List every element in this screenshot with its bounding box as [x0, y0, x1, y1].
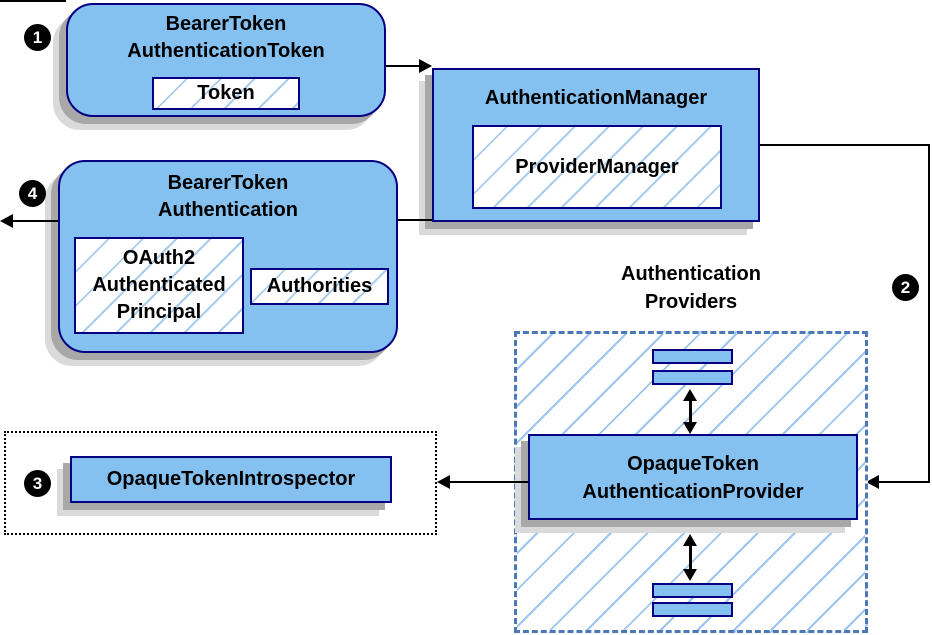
manager-to-provider-arrowhead — [866, 475, 879, 489]
provider-to-introspector-line — [450, 481, 528, 483]
principal-line-1: OAuth2 — [122, 247, 196, 269]
bearer-token-authentication-token-title: BearerToken AuthenticationToken — [68, 11, 384, 65]
step-2-number: 2 — [900, 278, 911, 297]
title-line-1: BearerToken — [167, 172, 289, 194]
bearer-token-authentication-token-box: BearerToken AuthenticationToken Token — [66, 3, 386, 117]
title-line-2: AuthenticationToken — [127, 40, 325, 62]
principal-line-2: Authenticated — [92, 274, 226, 296]
manager-to-authentication-line — [398, 219, 432, 221]
bearer-token-authentication-title: BearerToken Authentication — [60, 170, 396, 224]
oauth2-authenticated-principal-chip: OAuth2 Authenticated Principal — [74, 237, 244, 334]
opaque-token-authentication-provider-title: OpaqueToken AuthenticationProvider — [530, 450, 856, 506]
token-to-manager-arrowhead — [419, 59, 432, 73]
step-2-badge: 2 — [892, 274, 919, 301]
provider-stack-bar-bottom-1 — [652, 583, 733, 598]
label-line-1: Authentication — [621, 263, 761, 285]
title-line-1: OpaqueToken — [627, 453, 759, 475]
step-3-badge: 3 — [24, 470, 51, 497]
provider-manager-chip: ProviderManager — [472, 125, 722, 209]
authentication-manager-box: AuthenticationManager ProviderManager — [432, 68, 760, 222]
provider-stack-bar-top-1 — [652, 349, 733, 364]
manager-to-provider-line-top — [760, 144, 930, 146]
title-line-2: Authentication — [158, 199, 298, 221]
arrowhead-down — [683, 422, 697, 434]
step-4-number: 4 — [27, 184, 38, 203]
opaque-token-introspector-label: OpaqueTokenIntrospector — [106, 468, 356, 490]
opaque-token-introspector-box: OpaqueTokenIntrospector — [70, 456, 392, 503]
provider-to-introspector-arrowhead — [437, 475, 450, 489]
authorities-chip: Authorities — [250, 268, 389, 305]
token-chip: Token — [152, 77, 300, 110]
incoming-request-line — [0, 0, 66, 2]
outgoing-authentication-line — [13, 220, 58, 222]
step-3-number: 3 — [32, 474, 43, 493]
manager-to-provider-line-bottom — [878, 481, 930, 483]
provider-manager-label: ProviderManager — [515, 155, 679, 178]
manager-to-provider-line-right — [928, 144, 930, 483]
token-chip-label: Token — [197, 82, 255, 104]
title-line-1: BearerToken — [165, 13, 287, 35]
token-to-manager-line — [386, 65, 420, 67]
principal-line-3: Principal — [116, 301, 202, 323]
step-1-number: 1 — [32, 28, 43, 47]
opaque-token-authentication-provider-box: OpaqueToken AuthenticationProvider — [528, 434, 858, 520]
authentication-providers-label: Authentication Providers — [514, 260, 868, 316]
step-1-badge: 1 — [24, 24, 51, 51]
provider-stack-bar-bottom-2 — [652, 602, 733, 617]
arrowhead-up — [683, 389, 697, 401]
arrowhead-down — [683, 569, 697, 581]
authentication-manager-title: AuthenticationManager — [484, 87, 708, 109]
arrow-shaft — [689, 398, 692, 425]
provider-stack-double-arrow-bottom — [683, 534, 697, 581]
authorities-label: Authorities — [266, 275, 373, 297]
arrowhead-up — [683, 534, 697, 546]
label-line-2: Providers — [644, 291, 738, 313]
step-4-badge: 4 — [19, 180, 46, 207]
title-line-2: AuthenticationProvider — [582, 481, 804, 503]
provider-stack-bar-top-2 — [652, 370, 733, 385]
bearer-token-authentication-box: BearerToken Authentication OAuth2 Authen… — [58, 160, 398, 353]
arrow-shaft — [689, 543, 692, 572]
outgoing-authentication-arrowhead — [0, 214, 13, 228]
provider-stack-double-arrow-top — [683, 389, 697, 434]
